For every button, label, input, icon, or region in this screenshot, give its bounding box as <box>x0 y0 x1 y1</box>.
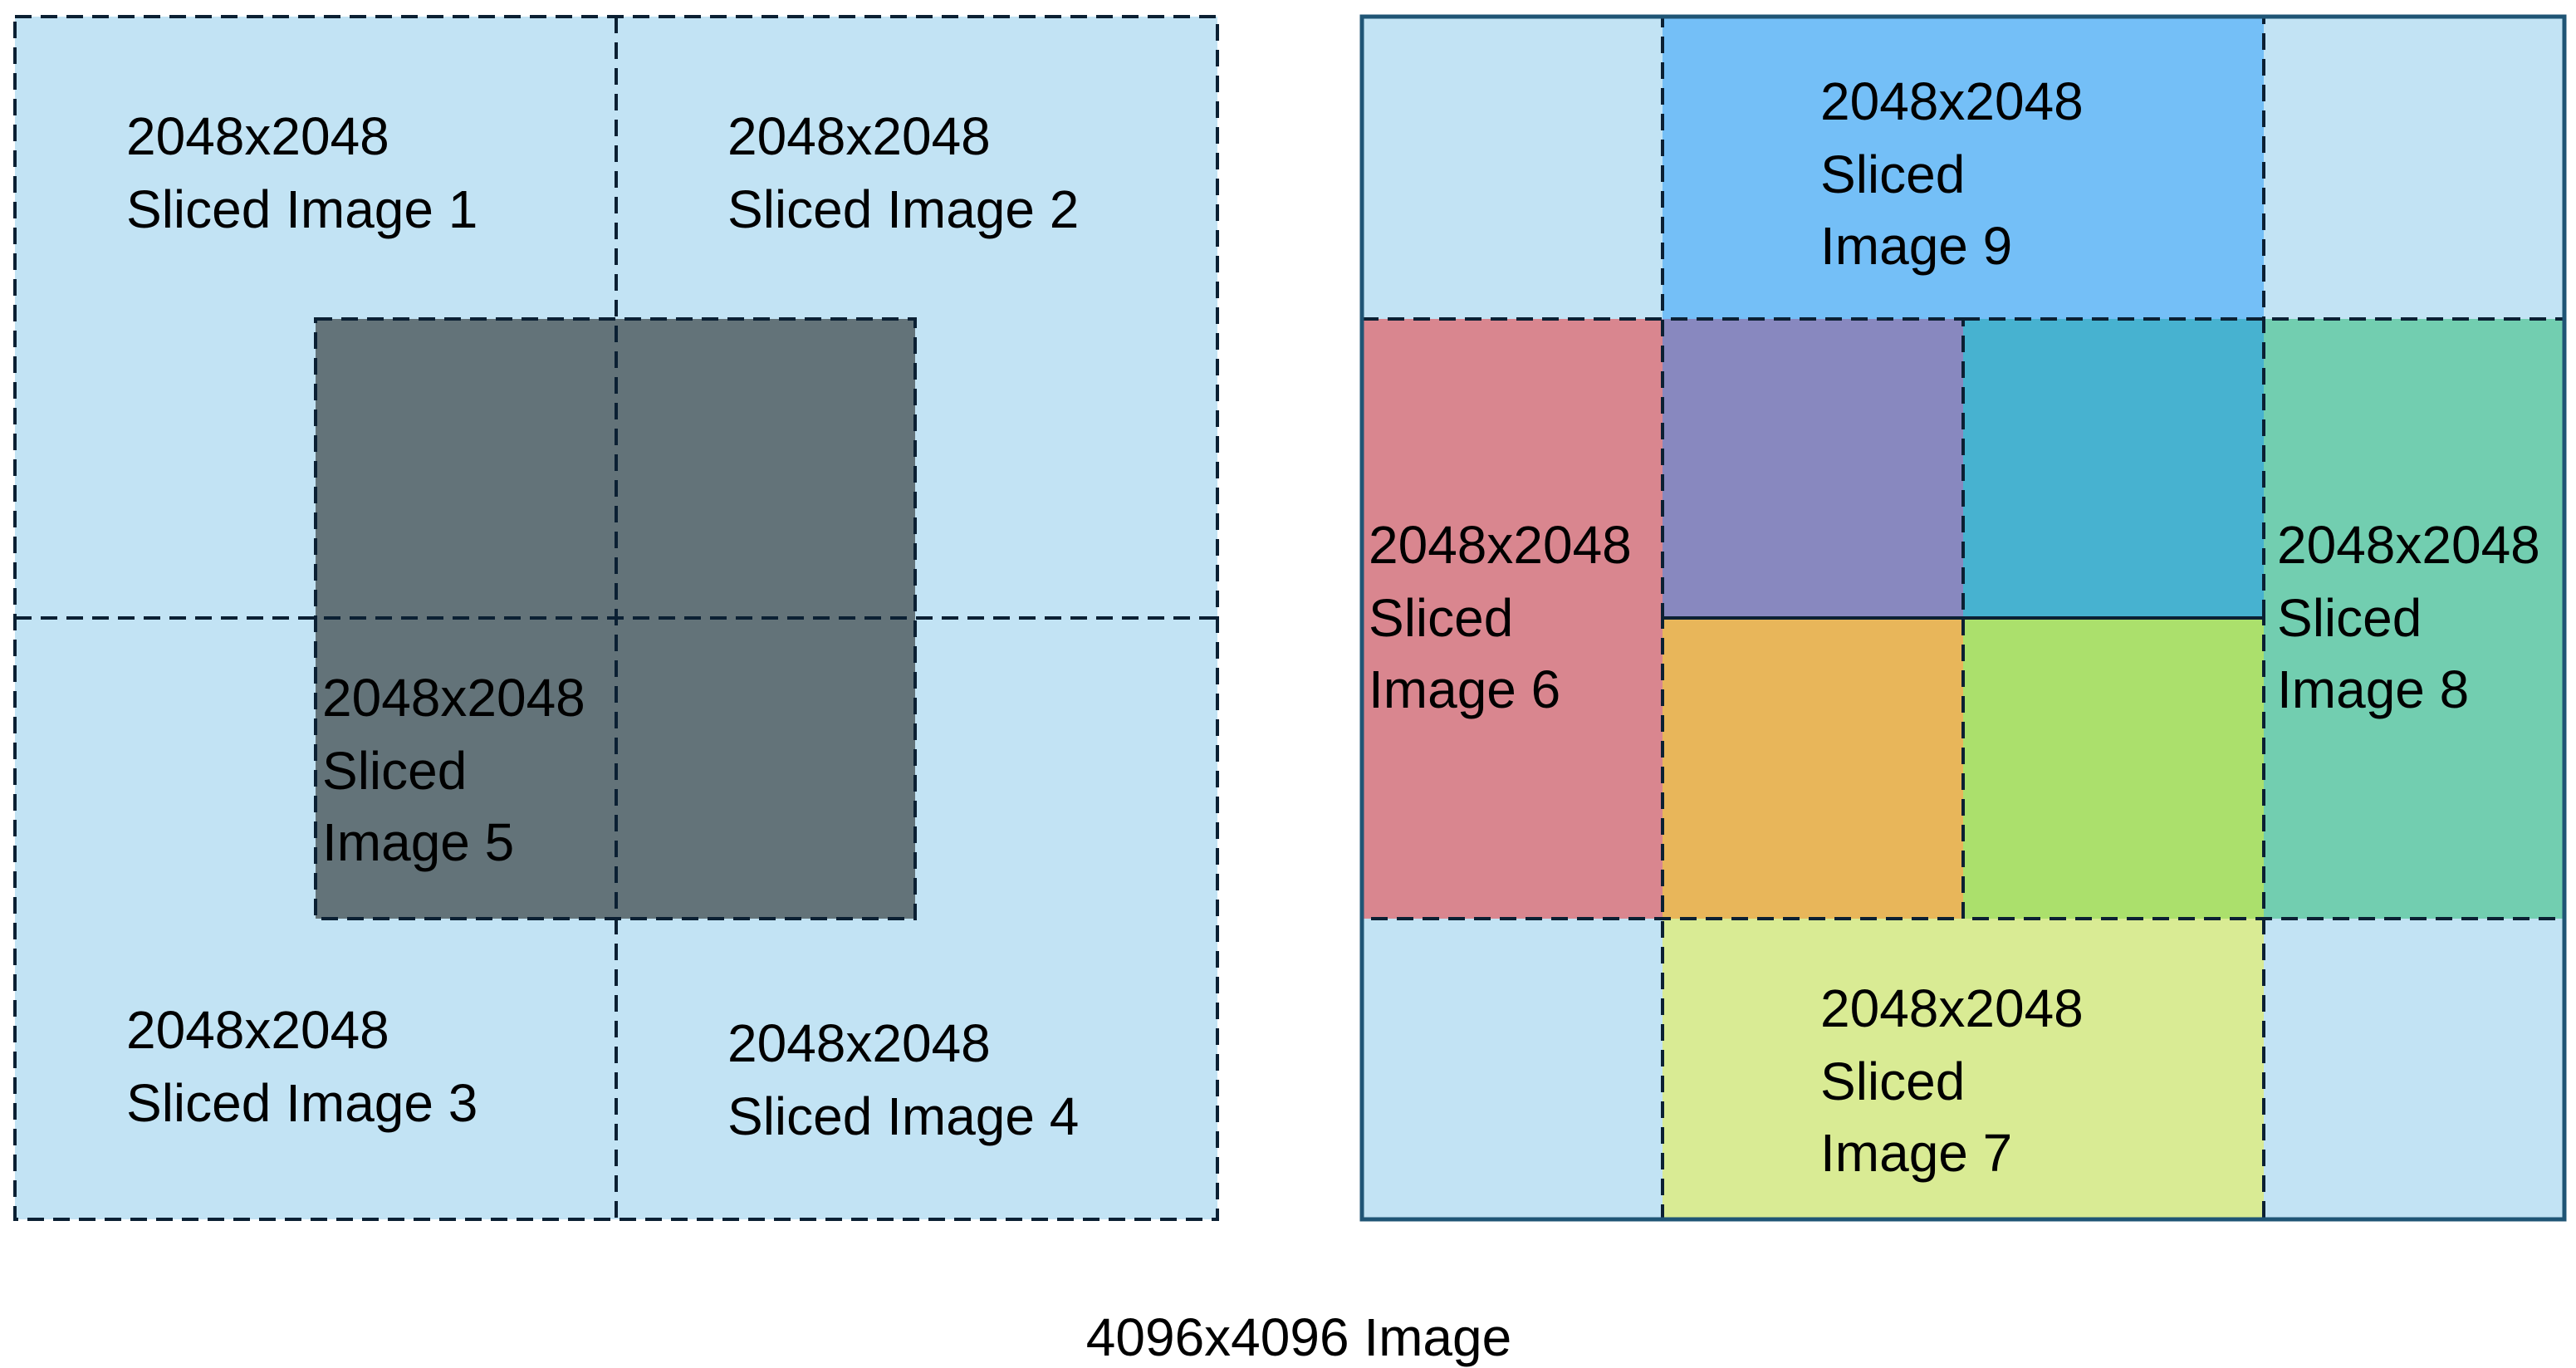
slice-9-line2: Sliced <box>1820 145 1965 204</box>
slice-9-line3: Image 9 <box>1820 216 2012 276</box>
slice-3-name: Sliced Image 3 <box>126 1073 477 1133</box>
right-panel: 2048x2048 Sliced Image 9 2048x2048 Slice… <box>1359 14 2567 1222</box>
slice-3-size: 2048x2048 <box>126 1000 389 1060</box>
slice-9-region <box>1663 17 2264 319</box>
slice-6-label: 2048x2048 Sliced Image 6 <box>1369 515 1647 719</box>
slice-5-line2: Sliced <box>322 741 467 801</box>
slice-8-line3: Image 8 <box>2277 659 2469 719</box>
slice-9-label: 2048x2048 Sliced Image 9 <box>1820 71 2099 276</box>
slice-5-label: 2048x2048 Sliced Image 5 <box>322 668 600 872</box>
slice-6-size: 2048x2048 <box>1369 515 1632 575</box>
slice-7-line2: Sliced <box>1820 1052 1965 1111</box>
left-image-frame <box>13 15 1219 1221</box>
overlap-6-9 <box>1663 319 1963 618</box>
diagram-caption: 4096x4096 Image <box>1086 1307 1511 1367</box>
slice-7-size: 2048x2048 <box>1820 978 2084 1038</box>
slice-5-size: 2048x2048 <box>322 668 585 728</box>
slice-1-size: 2048x2048 <box>126 106 389 166</box>
slice-7-label: 2048x2048 Sliced Image 7 <box>1820 978 2099 1183</box>
right-image-frame <box>1359 14 2567 1222</box>
slice-6-line2: Sliced <box>1369 588 1513 648</box>
overlap-8-9 <box>1963 319 2264 618</box>
slice-2-name: Sliced Image 2 <box>727 179 1079 239</box>
slice-4-name: Sliced Image 4 <box>727 1086 1079 1146</box>
slice-9-size: 2048x2048 <box>1820 71 2084 131</box>
slice-3-label: 2048x2048 Sliced Image 3 <box>126 1000 477 1133</box>
left-panel: 2048x2048 Sliced Image 1 2048x2048 Slice… <box>13 15 1219 1221</box>
slice-6-region <box>1362 319 1663 919</box>
slice-2-size: 2048x2048 <box>727 106 991 166</box>
slice-8-size: 2048x2048 <box>2277 515 2540 575</box>
slice-9-border <box>1661 15 2265 620</box>
slice-2-label: 2048x2048 Sliced Image 2 <box>727 106 1079 239</box>
slice-1-name: Sliced Image 1 <box>126 179 477 239</box>
slice-1-label: 2048x2048 Sliced Image 1 <box>126 106 477 239</box>
slice-8-region <box>2264 319 2564 919</box>
slice-7-region <box>1663 919 2264 1219</box>
slice-5-line3: Image 5 <box>322 812 514 872</box>
overlap-6-7 <box>1663 618 1963 919</box>
slice-4-size: 2048x2048 <box>727 1013 991 1073</box>
slice-8-line2: Sliced <box>2277 588 2422 648</box>
slice-6-line3: Image 6 <box>1369 659 1560 719</box>
slice-4-label: 2048x2048 Sliced Image 4 <box>727 1013 1079 1146</box>
slice-8-label: 2048x2048 Sliced Image 8 <box>2277 515 2555 719</box>
slice-7-line3: Image 7 <box>1820 1123 2012 1183</box>
overlap-7-8 <box>1963 618 2264 919</box>
